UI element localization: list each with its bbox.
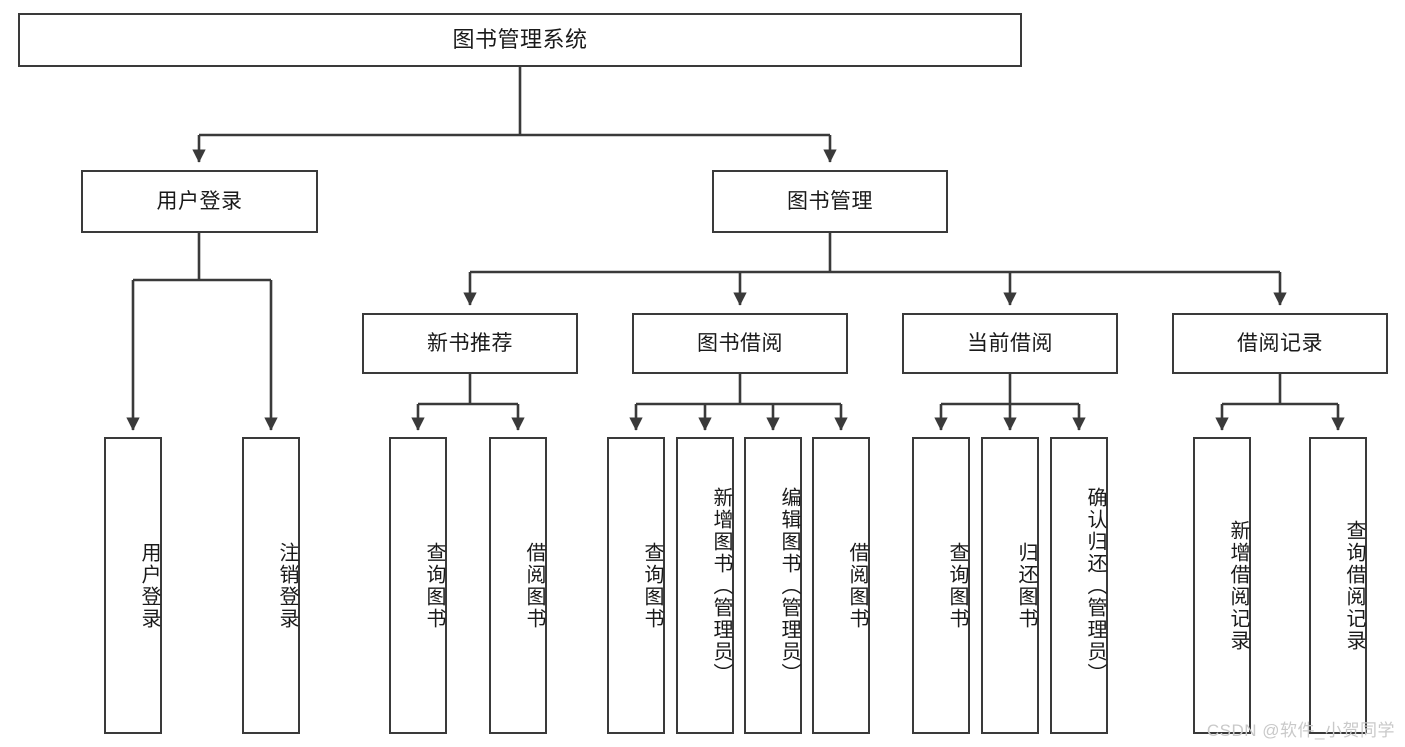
- leaf-return-book[interactable]: 归还图书: [981, 437, 1039, 734]
- leaf-borrow-book[interactable]: 借阅图书: [812, 437, 870, 734]
- leaf-logout-login[interactable]: 注销登录: [242, 437, 300, 734]
- leaf-query-borrow-record[interactable]: 查询借阅记录: [1309, 437, 1367, 734]
- node-current-borrow[interactable]: 当前借阅: [902, 313, 1118, 374]
- leaf-user-login[interactable]: 用户登录: [104, 437, 162, 734]
- leaf-confirm-return-admin[interactable]: 确认归还（管理员）: [1050, 437, 1108, 734]
- leaf-query-book-current[interactable]: 查询图书: [912, 437, 970, 734]
- node-root-book-management-system[interactable]: 图书管理系统: [18, 13, 1022, 67]
- leaf-add-borrow-record[interactable]: 新增借阅记录: [1193, 437, 1251, 734]
- csdn-watermark: CSDN @软件_小贺同学: [1206, 721, 1395, 740]
- node-borrow-record[interactable]: 借阅记录: [1172, 313, 1388, 374]
- leaf-edit-book-admin[interactable]: 编辑图书（管理员）: [744, 437, 802, 734]
- node-book-borrow[interactable]: 图书借阅: [632, 313, 848, 374]
- node-book-management[interactable]: 图书管理: [712, 170, 948, 233]
- leaf-query-book-recommend[interactable]: 查询图书: [389, 437, 447, 734]
- leaf-query-book-borrow[interactable]: 查询图书: [607, 437, 665, 734]
- node-new-book-recommend[interactable]: 新书推荐: [362, 313, 578, 374]
- leaf-borrow-book-recommend[interactable]: 借阅图书: [489, 437, 547, 734]
- node-user-login[interactable]: 用户登录: [81, 170, 318, 233]
- leaf-add-book-admin[interactable]: 新增图书（管理员）: [676, 437, 734, 734]
